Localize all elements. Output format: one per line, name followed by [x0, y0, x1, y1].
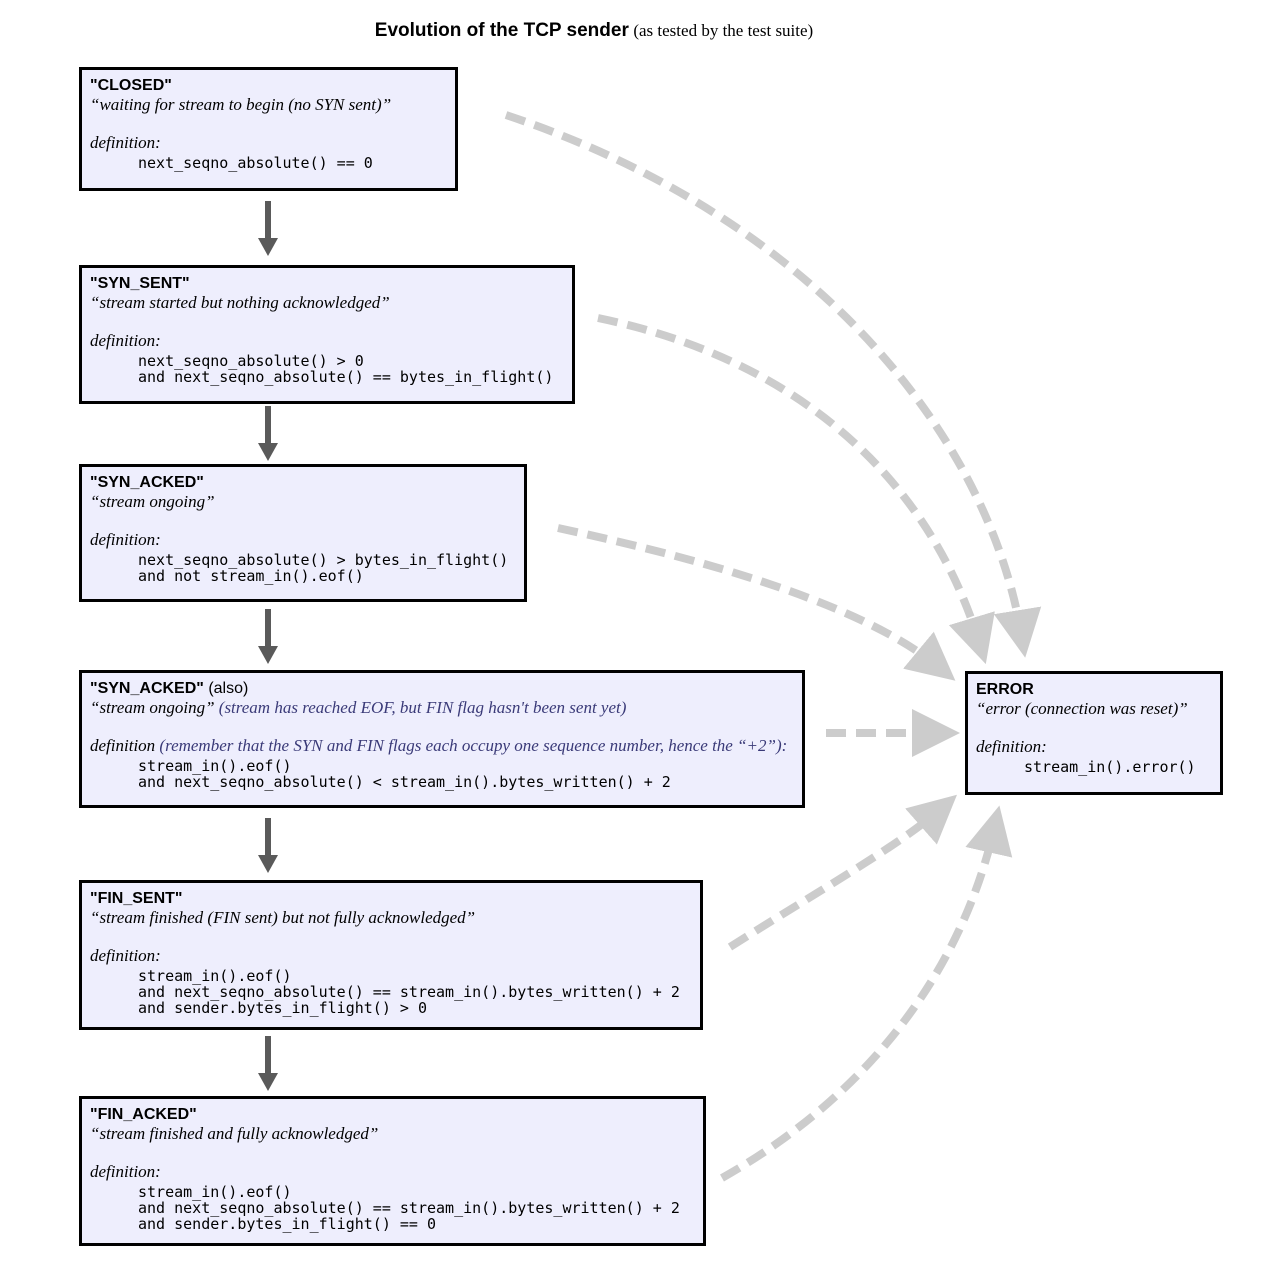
- definition-code: stream_in().eof() and next_seqno_absolut…: [90, 968, 692, 1016]
- state-name: "FIN_SENT": [90, 890, 183, 907]
- definition-line: stream_in().eof(): [138, 757, 292, 775]
- definition-code: next_seqno_absolute() > 0 and next_seqno…: [90, 353, 564, 385]
- definition-code: stream_in().eof() and next_seqno_absolut…: [90, 1184, 695, 1232]
- definition-line: and not stream_in().eof(): [138, 567, 364, 585]
- diagram-title: Evolution of the TCP sender (as tested b…: [0, 20, 1188, 42]
- state-description: “stream ongoing” (stream has reached EOF…: [90, 698, 794, 718]
- definition-line: and sender.bytes_in_flight() > 0: [138, 999, 427, 1017]
- definition-line: stream_in().eof(): [138, 1183, 292, 1201]
- definition-label: definition:: [976, 737, 1047, 756]
- flow-arrow-fin-sent-to-fin-acked: [258, 1036, 278, 1091]
- state-box-fin-sent: "FIN_SENT" “stream finished (FIN sent) b…: [79, 880, 703, 1030]
- error-arrow-from-closed: [504, 111, 1042, 658]
- state-name: "SYN_ACKED" (also): [90, 680, 794, 698]
- definition-line: and next_seqno_absolute() == bytes_in_fl…: [138, 368, 554, 386]
- definition-label: definition:: [90, 1162, 161, 1181]
- definition-label: definition:: [90, 530, 161, 549]
- state-name-text: "SYN_ACKED": [90, 680, 204, 697]
- state-description: “stream started but nothing acknowledged…: [90, 293, 390, 312]
- state-name: "SYN_ACKED": [90, 474, 204, 491]
- state-name: "FIN_ACKED": [90, 1106, 197, 1123]
- state-description: “stream finished (FIN sent) but not full…: [90, 908, 476, 927]
- definition-code: stream_in().error(): [976, 759, 1212, 775]
- definition-line: next_seqno_absolute() == 0: [138, 154, 373, 172]
- definition-line: and next_seqno_absolute() == stream_in()…: [138, 1199, 680, 1217]
- state-name: ERROR: [976, 681, 1034, 698]
- state-box-closed: "CLOSED" “waiting for stream to begin (n…: [79, 67, 458, 191]
- flow-arrow-closed-to-syn-sent: [258, 201, 278, 256]
- definition-note: (remember that the SYN and FIN flags eac…: [159, 736, 788, 755]
- state-box-error: ERROR “error (connection was reset)” def…: [965, 671, 1223, 795]
- definition-line: next_seqno_absolute() > bytes_in_flight(…: [138, 551, 509, 569]
- flow-arrow-syn-sent-to-syn-acked: [258, 406, 278, 461]
- error-arrows: [504, 111, 1042, 1182]
- state-description: “waiting for stream to begin (no SYN sen…: [90, 95, 392, 114]
- definition-label: definition:: [90, 331, 161, 350]
- state-name-suffix: (also): [208, 680, 249, 697]
- definition-label: definition:: [90, 946, 161, 965]
- state-name: "SYN_SENT": [90, 275, 190, 292]
- error-arrow-from-syn-sent: [597, 314, 995, 665]
- definition-line: and sender.bytes_in_flight() == 0: [138, 1215, 437, 1233]
- state-description-note: (stream has reached EOF, but FIN flag ha…: [218, 698, 627, 717]
- state-description: “stream ongoing”: [90, 492, 215, 511]
- definition-line: next_seqno_absolute() > 0: [138, 352, 364, 370]
- flow-arrow-syn-acked-also-to-fin-sent: [258, 818, 278, 873]
- definition-code: next_seqno_absolute() == 0: [90, 155, 447, 171]
- definition-label: definition:: [90, 133, 161, 152]
- state-description: “error (connection was reset)”: [976, 699, 1188, 718]
- definition-line: and next_seqno_absolute() == stream_in()…: [138, 983, 680, 1001]
- state-description-text: “stream ongoing”: [90, 698, 215, 717]
- title-subtitle: (as tested by the test suite): [633, 21, 814, 40]
- error-arrow-from-fin-acked: [720, 805, 1013, 1182]
- definition-line: and next_seqno_absolute() < stream_in().…: [138, 773, 671, 791]
- error-arrow-from-fin-sent: [727, 794, 958, 951]
- state-box-syn-sent: "SYN_SENT" “stream started but nothing a…: [79, 265, 575, 404]
- state-box-syn-acked-also: "SYN_ACKED" (also) “stream ongoing” (str…: [79, 670, 805, 808]
- definition-code: next_seqno_absolute() > bytes_in_flight(…: [90, 552, 516, 584]
- title-main: Evolution of the TCP sender: [374, 20, 629, 41]
- state-description: “stream finished and fully acknowledged”: [90, 1124, 379, 1143]
- state-name: "CLOSED": [90, 77, 172, 94]
- definition-line: stream_in().error(): [1024, 758, 1196, 776]
- definition-code: stream_in().eof() and next_seqno_absolut…: [90, 758, 794, 790]
- flow-arrow-syn-acked-to-syn-acked-also: [258, 609, 278, 664]
- definition-label: definition (remember that the SYN and FI…: [90, 736, 794, 756]
- error-arrow-from-syn-acked: [557, 524, 956, 681]
- state-box-fin-acked: "FIN_ACKED" “stream finished and fully a…: [79, 1096, 706, 1246]
- definition-line: stream_in().eof(): [138, 967, 292, 985]
- state-box-syn-acked: "SYN_ACKED" “stream ongoing” definition:…: [79, 464, 527, 602]
- flow-arrows: [258, 201, 278, 1091]
- definition-label-text: definition: [90, 736, 156, 755]
